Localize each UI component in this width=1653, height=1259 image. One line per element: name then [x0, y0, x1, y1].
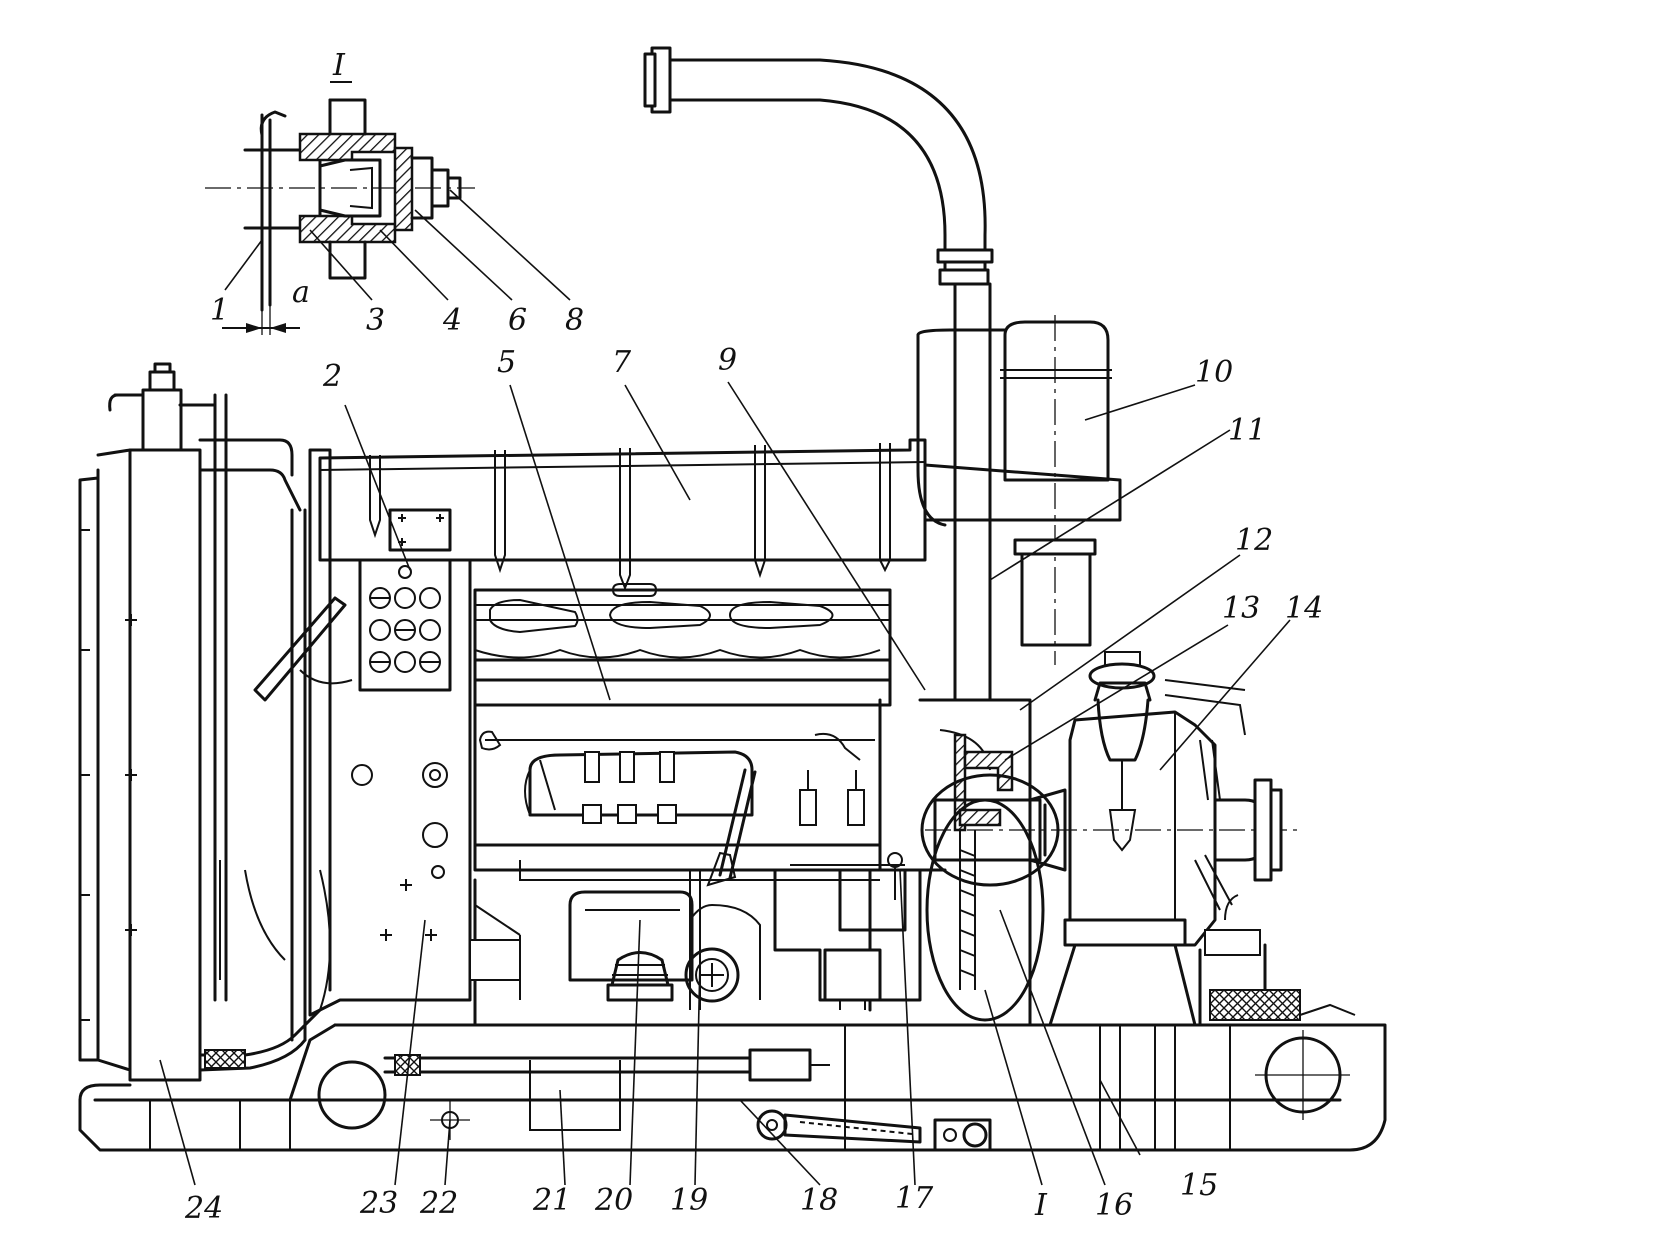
dimension-a: a	[292, 275, 310, 310]
detail-label-8: 8	[565, 303, 584, 338]
callout-24: 24	[184, 1191, 223, 1226]
detail-title: I	[332, 48, 346, 83]
head-studs	[369, 443, 891, 591]
callout-17: 17	[895, 1181, 934, 1216]
callout-leaders	[159, 381, 1291, 1186]
callout-13: 13	[1222, 591, 1260, 626]
callout-9: 9	[718, 343, 737, 378]
callout-14: 14	[1285, 591, 1323, 626]
radiator	[78, 362, 322, 1082]
callout-2: 2	[322, 359, 342, 394]
detail-label-6: 6	[508, 303, 527, 338]
radiator-bolts	[80, 529, 137, 1021]
callout-12: 12	[1235, 523, 1273, 558]
injectors	[582, 751, 865, 826]
callout-23: 23	[359, 1186, 398, 1221]
callout-22: 22	[419, 1186, 458, 1221]
base-frame	[78, 1023, 1387, 1152]
callout-7: 7	[612, 345, 632, 380]
callout-11: 11	[1228, 413, 1266, 448]
callout-19: 19	[670, 1183, 708, 1218]
gauge-cluster	[369, 565, 441, 673]
callout-21: 21	[532, 1183, 571, 1218]
callout-15: 15	[1180, 1168, 1218, 1203]
callout-I: I	[1034, 1188, 1048, 1223]
air-filter	[916, 315, 1122, 665]
detail-label-3: 3	[366, 303, 385, 338]
callout-labels: 2 5 7 9 10 11 12 13 14 15 16 I 17 18 19 …	[184, 343, 1323, 1226]
callout-5: 5	[497, 345, 516, 380]
generator-gearbox	[1028, 651, 1356, 1027]
control-panel	[244, 448, 521, 1042]
callout-10: 10	[1195, 355, 1233, 390]
engine-block	[318, 438, 1300, 1027]
callout-16: 16	[1095, 1188, 1133, 1223]
callout-18: 18	[800, 1183, 838, 1218]
exhaust-pipe	[643, 46, 994, 702]
detail-label-4: 4	[442, 303, 462, 338]
callout-20: 20	[594, 1183, 633, 1218]
detail-label-1: 1	[210, 293, 229, 328]
detail-view-I: I a 1 3 4	[205, 48, 584, 338]
